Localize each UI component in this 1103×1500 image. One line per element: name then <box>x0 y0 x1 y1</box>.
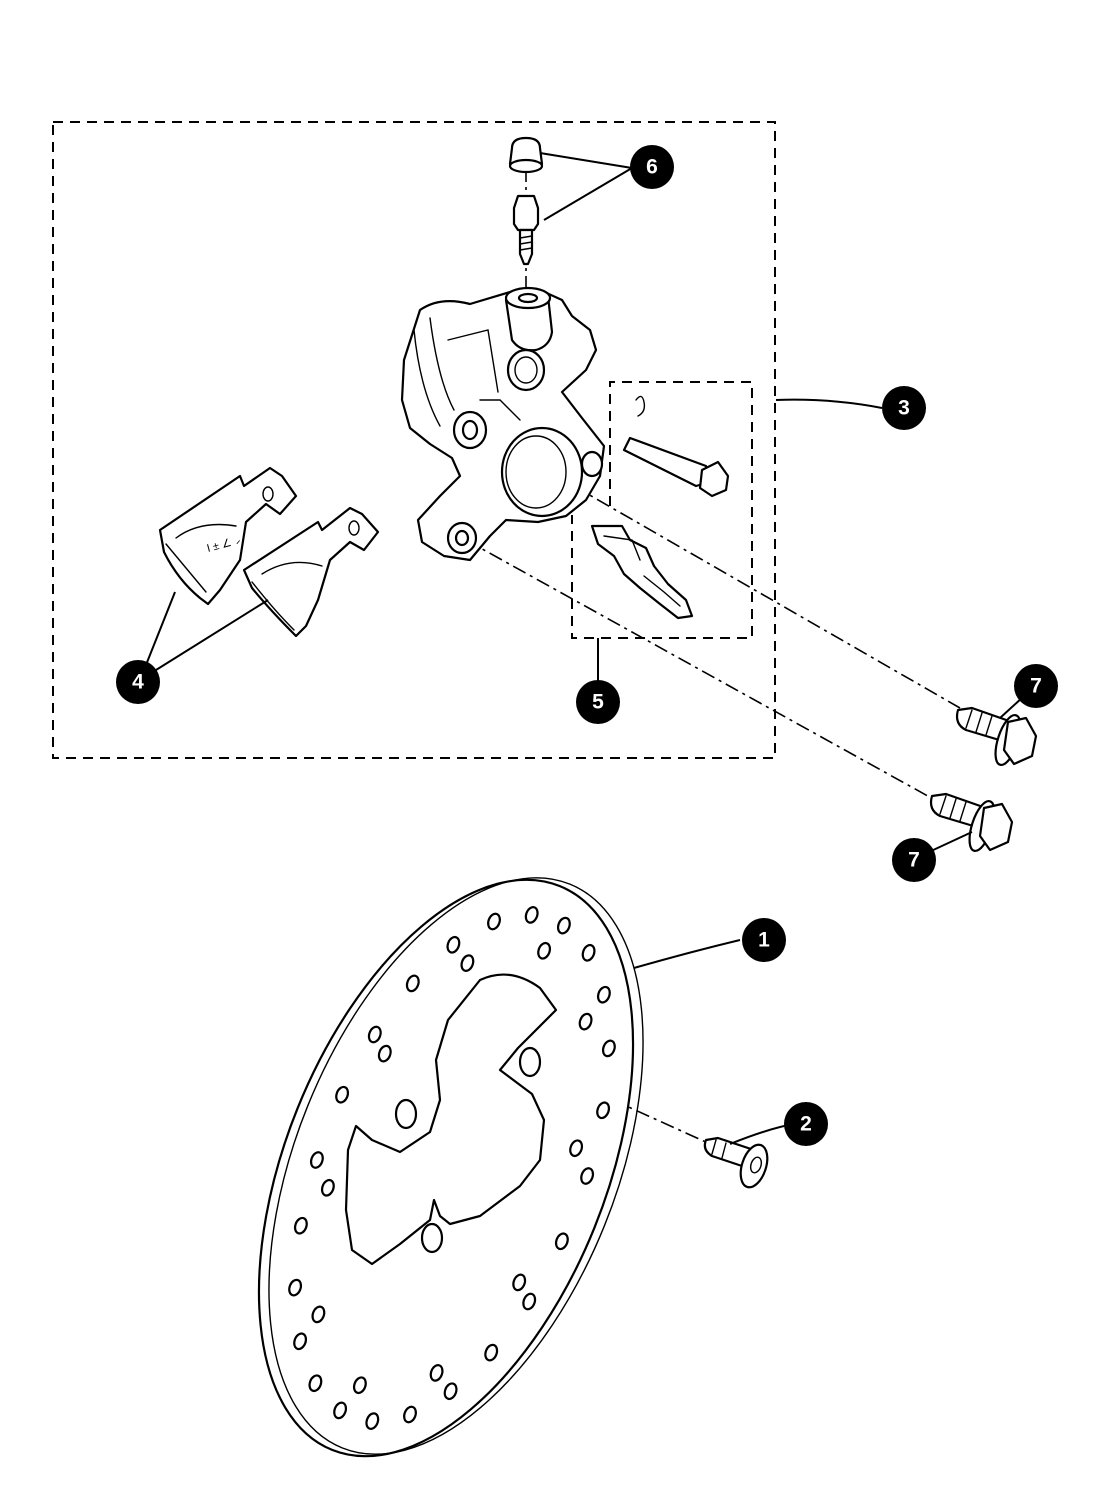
disc-vent-hole <box>335 1085 350 1104</box>
disc-vent-hole <box>596 985 611 1004</box>
callout-6-label: 6 <box>646 156 658 179</box>
disc-vent-hole <box>377 1044 392 1063</box>
caliper-bolt-upper <box>955 706 1038 767</box>
disc-vent-hole <box>367 1025 382 1044</box>
disc-vent-hole <box>601 1039 616 1058</box>
callout-3: 3 <box>882 386 926 430</box>
disc-vent-hole <box>460 954 475 972</box>
callout-3-label: 3 <box>898 397 910 420</box>
disc-vent-hole <box>293 1216 308 1235</box>
svg-text:ᐟ: ᐟ <box>236 539 241 551</box>
callout-7-upper-label: 7 <box>1030 675 1042 698</box>
callout-1: 1 <box>742 918 786 962</box>
callout-5: 5 <box>576 680 620 724</box>
disc-vent-hole <box>487 912 501 931</box>
callout-1-label: 1 <box>758 929 770 952</box>
disc-vent-hole <box>311 1305 326 1324</box>
pin-and-spring-kit <box>590 395 730 620</box>
disc-vent-hole <box>522 1292 537 1311</box>
caliper-bolt-lower <box>929 792 1014 853</box>
callout-7-lower: 7 <box>892 838 936 882</box>
disc-vent-hole <box>446 935 461 954</box>
callout-6: 6 <box>630 145 674 189</box>
callout-2-label: 2 <box>800 1113 812 1136</box>
callout-7-lower-label: 7 <box>908 849 920 872</box>
callout-5-label: 5 <box>592 691 604 714</box>
callout-2: 2 <box>784 1102 828 1146</box>
alignment-line-lower-bolt <box>465 539 936 801</box>
pin-kit-boundary <box>571 381 753 639</box>
disc-vent-hole <box>554 1232 569 1251</box>
disc-screw <box>703 1136 769 1189</box>
disc-vent-hole <box>308 1374 323 1393</box>
disc-vent-hole <box>484 1343 499 1362</box>
disc-vent-hole <box>581 943 596 962</box>
callout-4-label: 4 <box>132 671 144 694</box>
disc-vent-hole <box>405 974 420 993</box>
disc-vent-hole <box>569 1139 584 1158</box>
callout-4: 4 <box>116 660 160 704</box>
disc-vent-hole <box>429 1364 444 1382</box>
brake-disc-holes <box>288 906 616 1430</box>
disc-vent-hole <box>580 1167 595 1185</box>
caliper-assembly-boundary <box>52 121 776 759</box>
brake-pads: I ± ∠ ᐟ <box>158 466 380 638</box>
bleed-valve-and-cap <box>508 136 544 266</box>
disc-vent-hole <box>596 1101 611 1120</box>
disc-vent-hole <box>333 1401 348 1420</box>
disc-vent-hole <box>365 1412 380 1430</box>
disc-vent-hole <box>443 1382 458 1401</box>
disc-vent-hole <box>309 1151 324 1169</box>
callout-7-upper: 7 <box>1014 664 1058 708</box>
brake-disc <box>257 877 644 1458</box>
caliper-body <box>400 286 606 562</box>
disc-vent-hole <box>288 1278 303 1297</box>
disc-vent-hole <box>556 916 571 935</box>
disc-vent-hole <box>524 906 539 924</box>
disc-vent-hole <box>320 1178 335 1197</box>
disc-vent-hole <box>537 941 552 960</box>
disc-vent-hole <box>403 1405 417 1424</box>
disc-vent-hole <box>512 1273 527 1292</box>
disc-vent-hole <box>352 1376 367 1395</box>
disc-vent-hole <box>293 1332 308 1351</box>
disc-vent-hole <box>578 1012 593 1031</box>
